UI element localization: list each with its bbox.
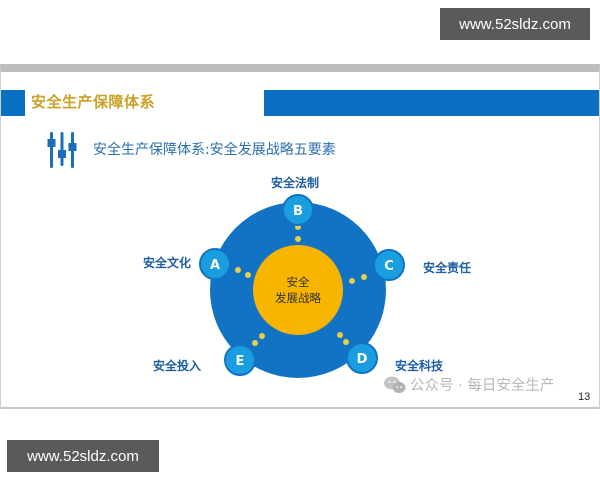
slide-subtitle: 安全生产保障体系:安全发展战略五要素 [93,142,336,158]
title-accent-block [1,90,25,116]
node-label-D: 安全科技 [395,359,444,373]
node-B: B [282,194,314,226]
svg-text:B: B [293,204,303,219]
wechat-text: 公众号 · 每日安全生产 [410,378,555,394]
node-E: E [224,344,256,376]
wechat-attribution: 公众号 · 每日安全生产 [384,374,554,395]
node-label-A: 安全文化 [143,256,192,270]
node-C: C [373,249,405,281]
node-A: A [199,248,231,280]
node-D: D [346,342,378,374]
svg-text:C: C [384,259,394,274]
core-circle [253,245,343,335]
wechat-icon [384,376,406,393]
node-label-C: 安全责任 [423,261,472,275]
sliders-icon [47,132,77,168]
title-accent-bar [264,90,599,116]
page-number: 13 [578,391,591,403]
node-label-E: 安全投入 [153,359,202,373]
svg-text:A: A [210,258,220,273]
core-text-line2: 发展战略 [275,291,321,305]
core-text-line1: 安全 [287,275,310,289]
node-label-B: 安全法制 [271,176,320,190]
connector-dots [235,224,367,346]
svg-text:D: D [357,352,368,367]
watermark-top: www.52sldz.com [440,8,590,40]
svg-text:E: E [236,354,245,369]
watermark-bottom: www.52sldz.com [7,440,159,472]
slide-title: 安全生产保障体系 [31,93,156,111]
